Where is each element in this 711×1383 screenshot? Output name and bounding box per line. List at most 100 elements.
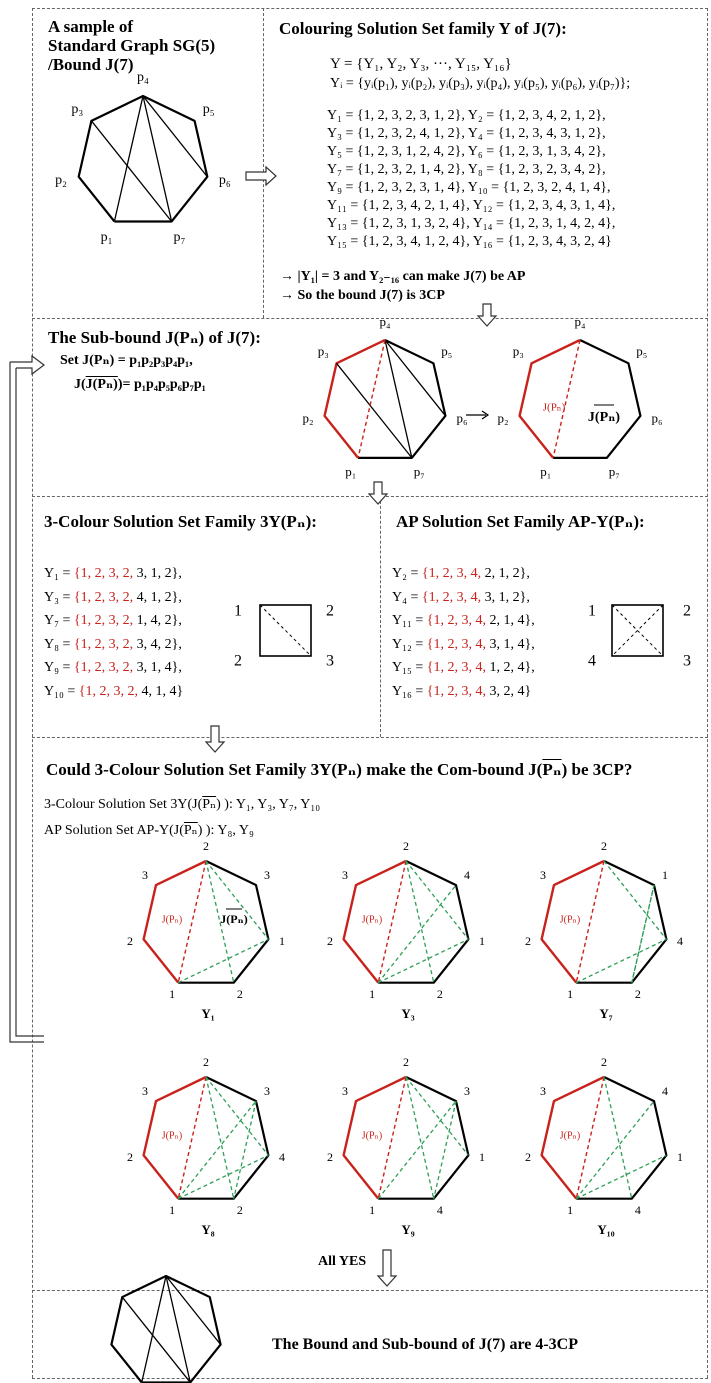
vertex-label: p₁ [540,464,551,479]
solution-row: Y₁₁ = {1, 2, 3, 4, 2, 1, 4}, [392,609,535,633]
row-fixed-part: {1, 2, 3, 2, [73,589,134,605]
vertex-label: 2 [525,1150,531,1164]
vertex-label: 2 [635,987,641,1001]
complement-chord [433,1100,457,1199]
subbound-outline [342,1075,407,1200]
square-corner-label: 1 [588,603,596,620]
solution-row: Y₁ = {1, 2, 3, 2, 3, 1, 2}, Y₂ = {1, 2, … [327,108,606,123]
vertex-label: 3 [342,1084,348,1098]
row-fixed-part: {1, 2, 3, 2, [73,636,134,652]
complement-outline [576,1076,668,1200]
row-fixed-part: {1, 2, 3, 4, [426,683,487,699]
complement-rhs: = p₁p₄p₅p₆p₇p₁ [122,377,206,392]
vertex-label: p₆ [651,411,662,426]
down-arrow [476,303,498,327]
vertex-label: 2 [601,1055,607,1069]
vertex-label: p₃ [318,344,329,359]
solution-row: Y₇ = {1, 2, 3, 2, 1, 4, 2}, [44,609,183,633]
question-text: Could 3-Colour Solution Set Family 3Y(Pₙ… [46,760,543,779]
vertex-label: p₃ [71,102,83,117]
divider [32,318,708,319]
down-arrow [376,1249,398,1287]
vertex-label: 3 [264,1084,270,1098]
row-name: Y₁₁ = [392,613,427,628]
solution-row: Y₁₅ = {1, 2, 3, 4, 1, 2, 4}, [392,656,535,680]
vertex-label: p₁ [101,230,113,245]
vertex-label: 2 [203,1055,209,1069]
row-free-part: 4, 1, 2}, [133,589,182,605]
row-free-part: 2, 1, 2}, [481,566,530,581]
divider [263,8,264,318]
complement-chord [631,884,655,983]
vertex-label: 4 [464,868,470,882]
vertex-label: p₅ [203,102,215,117]
graph-name: Y₃ [401,1006,414,1021]
complement-chord [405,1076,469,1156]
vertex-label: 1 [567,987,573,1001]
vertex-label: 2 [127,934,133,948]
chord [141,1275,167,1383]
subbound-outline [540,1075,605,1200]
subbound-outline [540,859,605,984]
subbound-label: J(Pₙ) [362,914,382,925]
complement-outline [553,339,642,459]
complement-chord [177,938,269,984]
vertex-label: 1 [662,868,668,882]
subbound-outline [342,859,407,984]
row-fixed-part: {1, 2, 3, 2, [73,660,134,675]
solution-row: Y₉ = {1, 2, 3, 2, 3, 1, 4}, [44,656,183,680]
vertex-label: 1 [567,1203,573,1217]
all-yes-label: All YES [318,1254,367,1269]
row-name: Y₂ = [392,566,422,581]
row-name: Y₇ = [44,613,74,628]
chord [90,120,173,222]
conclusion-line: → |Y₁| = 3 and Y₂₋₁₆ can make J(7) be AP [280,269,526,284]
row-fixed-part: {1, 2, 3, 4, [426,636,487,652]
solution-row: Y₁₃ = {1, 2, 3, 1, 3, 2, 4}, Y₁₄ = {1, 2… [327,216,616,231]
subbound-title: The Sub-bound J(Pₙ) of J(7): [48,328,261,347]
vertex-label: 1 [369,987,375,1001]
row-fixed-part: {1, 2, 3, 2, [78,683,139,699]
feedback-loop [9,362,44,1043]
complement-chord [377,938,469,984]
vertex-label: 1 [169,1203,175,1217]
divider [32,496,708,497]
solution-row: Y₁₆ = {1, 2, 3, 4, 3, 2, 4} [392,680,535,704]
three-colour-set-line: 3-Colour Solution Set 3Y(J(Pₙ) ): Y₁, Y₃… [44,796,320,813]
divider [32,1290,708,1291]
vertex-label: 2 [403,839,409,853]
vertex-label: p₂ [302,411,313,426]
row-free-part: 1, 4, 2}, [133,613,182,628]
vertex-label: 2 [525,934,531,948]
line-text: 3-Colour Solution Set 3Y(J( [44,797,203,812]
graph-name: Y₉ [401,1222,414,1237]
row-name: Y₁₂ = [392,636,427,652]
row-name: Y₃ = [44,589,74,605]
row-name: Y₁₀ = [44,683,79,699]
question-bar: Pₙ [542,760,562,779]
sample-title: A sample of Standard Graph SG(5) /Bound … [48,17,215,74]
square-corner-label: 3 [326,653,334,670]
solution-row: Y₁₀ = {1, 2, 3, 2, 4, 1, 4} [44,680,183,704]
vertex-label: 2 [237,987,243,1001]
solution-row: Y₇ = {1, 2, 3, 2, 1, 4, 2}, Y₈ = {1, 2, … [327,162,606,177]
complement-chord [205,1076,269,1156]
subbound-chord [177,860,207,983]
subbound-outline [518,338,581,459]
vertex-label: p₄ [137,70,149,85]
feedback-arrowhead [10,354,45,376]
right-arrow [245,165,277,187]
line-text: ) ): Y₁, Y₃, Y₇, Y₁₀ [216,797,321,812]
subbound-outline [142,859,207,984]
vertex-label: p₇ [609,464,620,479]
row-name: Y₁₅ = [392,660,427,675]
element-definition: Yᵢ = {yᵢ(p₁), yᵢ(p₂), yᵢ(p₃), yᵢ(p₄), yᵢ… [330,76,631,91]
row-fixed-part: {1, 2, 3, 4, [426,660,487,675]
row-free-part: 3, 4, 2}, [133,636,182,652]
vertex-label: 2 [203,839,209,853]
diagonal [611,604,664,657]
complement-chord [603,860,667,940]
vertex-label: 4 [635,1203,641,1217]
vertex-label: 2 [601,839,607,853]
vertex-label: 2 [403,1055,409,1069]
